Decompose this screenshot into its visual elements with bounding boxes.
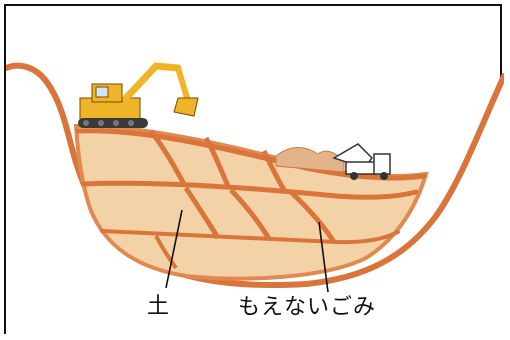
- soil-layer-lower: [100, 229, 400, 245]
- cell-divider-1: [148, 129, 187, 186]
- excavator-icon: [78, 62, 199, 128]
- cell-divider-2: [203, 136, 231, 188]
- cell-divider-4: [183, 186, 221, 240]
- cell-divider-7: [154, 235, 178, 270]
- cell-divider-6: [289, 190, 337, 244]
- soil-layer-middle: [81, 180, 419, 200]
- diagram-frame: [4, 4, 504, 336]
- label-soil: 土: [147, 294, 171, 319]
- cell-divider-5: [229, 188, 273, 242]
- pointer-soil: [165, 209, 183, 289]
- pointer-waste: [318, 221, 329, 293]
- cell-divider-3: [261, 149, 287, 192]
- dump-truck-icon: [332, 143, 391, 180]
- label-non-burnable-waste: もえないごみ: [238, 295, 377, 320]
- landfill-cross-section: [6, 62, 504, 336]
